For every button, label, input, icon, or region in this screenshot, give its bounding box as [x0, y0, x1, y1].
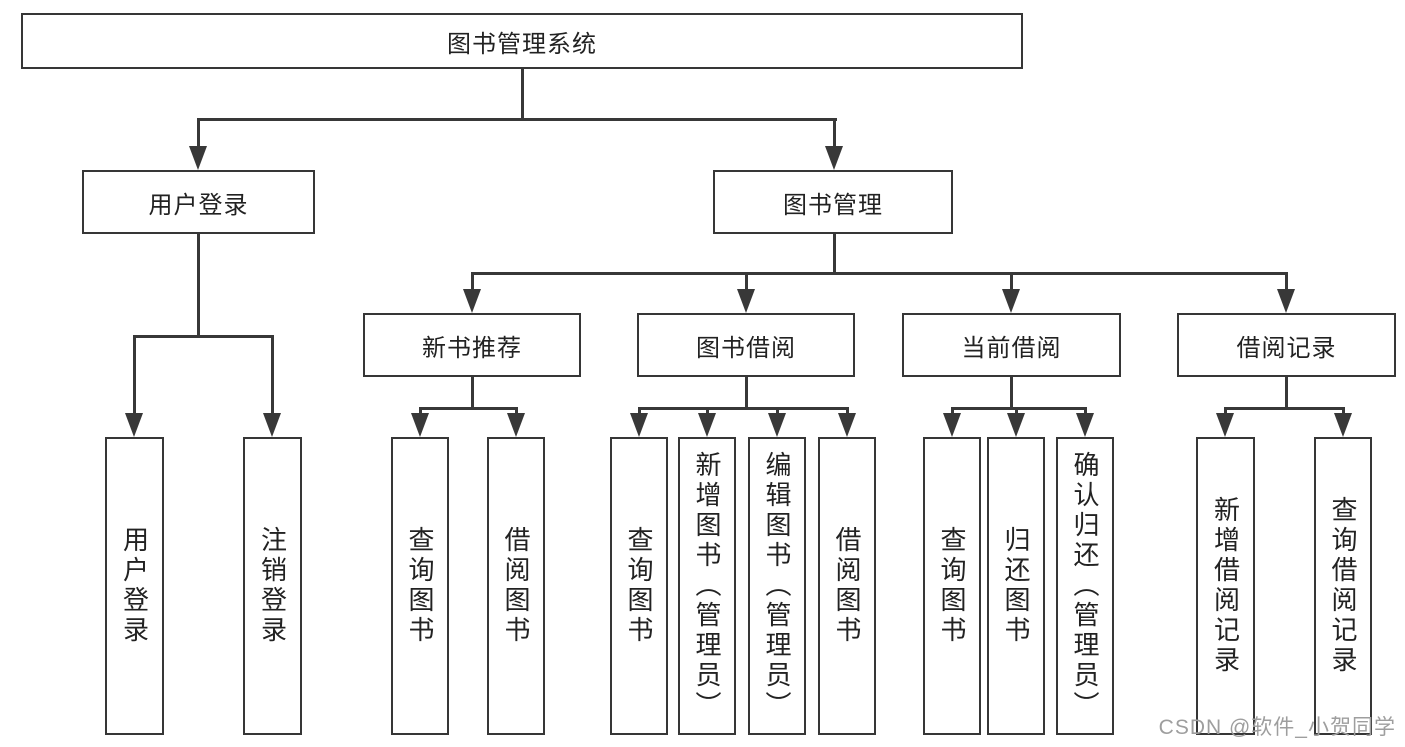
connector-line — [832, 119, 836, 152]
connector-line — [270, 336, 274, 420]
leaf-current-query: 查询图书 — [923, 437, 981, 735]
leaf-borrow-add-admin-label: 新增图书（管理员） — [692, 451, 722, 721]
leaf-borrow-query: 查询图书 — [610, 437, 668, 735]
connector-line — [132, 336, 136, 420]
connector-line — [196, 234, 200, 337]
arrowhead-down-icon — [838, 413, 856, 437]
arrowhead-down-icon — [263, 413, 281, 437]
connector-line — [1224, 406, 1345, 410]
arrowhead-down-icon — [1334, 413, 1352, 437]
leaf-user-login-label: 用户登录 — [119, 526, 150, 646]
arrowhead-down-icon — [189, 146, 207, 170]
connector-line — [520, 69, 524, 121]
arrowhead-down-icon — [1002, 289, 1020, 313]
arrowhead-down-icon — [411, 413, 429, 437]
arrowhead-down-icon — [507, 413, 525, 437]
leaf-record-add-label: 新增借阅记录 — [1210, 496, 1241, 676]
node-root-label: 图书管理系统 — [447, 30, 597, 58]
leaf-user-login: 用户登录 — [105, 437, 164, 735]
node-borrow-record-label: 借阅记录 — [1236, 334, 1337, 362]
leaf-newbook-borrow-label: 借阅图书 — [501, 526, 531, 646]
connector-line — [1009, 377, 1013, 409]
connector-line — [419, 406, 518, 410]
node-user-login-label: 用户登录 — [148, 191, 249, 219]
arrowhead-down-icon — [737, 289, 755, 313]
leaf-record-query: 查询借阅记录 — [1314, 437, 1372, 735]
connector-line — [951, 406, 1087, 410]
leaf-borrow-add-admin: 新增图书（管理员） — [678, 437, 736, 735]
connector-line — [197, 117, 837, 121]
connector-line — [744, 273, 748, 295]
node-book-borrow: 图书借阅 — [637, 313, 855, 377]
arrowhead-down-icon — [463, 289, 481, 313]
arrowhead-down-icon — [825, 146, 843, 170]
connector-line — [832, 234, 836, 274]
leaf-logout: 注销登录 — [243, 437, 302, 735]
node-new-book-recommend-label: 新书推荐 — [422, 334, 522, 362]
arrowhead-down-icon — [1277, 289, 1295, 313]
node-current-borrow-label: 当前借阅 — [961, 334, 1062, 362]
arrowhead-down-icon — [630, 413, 648, 437]
node-borrow-record: 借阅记录 — [1177, 313, 1396, 377]
connector-line — [470, 377, 474, 409]
arrowhead-down-icon — [698, 413, 716, 437]
node-book-management-label: 图书管理 — [783, 191, 883, 219]
node-book-borrow-label: 图书借阅 — [696, 334, 796, 362]
leaf-current-return-label: 归还图书 — [1001, 526, 1031, 646]
connector-line — [638, 406, 849, 410]
leaf-current-query-label: 查询图书 — [937, 526, 967, 646]
connector-line — [196, 119, 200, 152]
connector-line — [471, 271, 1288, 275]
leaf-borrow-query-label: 查询图书 — [624, 526, 654, 646]
watermark: CSDN @软件_小贺同学 — [1158, 716, 1396, 739]
arrowhead-down-icon — [768, 413, 786, 437]
connector-line — [1009, 273, 1013, 295]
leaf-record-query-label: 查询借阅记录 — [1328, 496, 1358, 676]
leaf-newbook-borrow: 借阅图书 — [487, 437, 545, 735]
arrowhead-down-icon — [1007, 413, 1025, 437]
arrowhead-down-icon — [1216, 413, 1234, 437]
leaf-record-add: 新增借阅记录 — [1196, 437, 1255, 735]
arrowhead-down-icon — [125, 413, 143, 437]
arrowhead-down-icon — [1076, 413, 1094, 437]
connector-line — [744, 377, 748, 409]
leaf-borrow-book: 借阅图书 — [818, 437, 876, 735]
node-current-borrow: 当前借阅 — [902, 313, 1121, 377]
leaf-newbook-query-label: 查询图书 — [405, 526, 435, 646]
arrowhead-down-icon — [943, 413, 961, 437]
connector-line — [133, 334, 274, 338]
connector-line — [470, 273, 474, 295]
node-user-login: 用户登录 — [82, 170, 315, 234]
leaf-borrow-edit-admin: 编辑图书（管理员） — [748, 437, 806, 735]
connector-line — [1284, 377, 1288, 409]
node-new-book-recommend: 新书推荐 — [363, 313, 581, 377]
leaf-logout-label: 注销登录 — [257, 526, 288, 646]
connector-line — [1284, 273, 1288, 295]
leaf-current-confirm-admin: 确认归还（管理员） — [1056, 437, 1114, 735]
leaf-current-confirm-admin-label: 确认归还（管理员） — [1070, 451, 1100, 721]
leaf-newbook-query: 查询图书 — [391, 437, 449, 735]
leaf-borrow-edit-admin-label: 编辑图书（管理员） — [762, 451, 792, 721]
leaf-current-return: 归还图书 — [987, 437, 1045, 735]
leaf-borrow-book-label: 借阅图书 — [832, 526, 862, 646]
node-root: 图书管理系统 — [21, 13, 1023, 69]
node-book-management: 图书管理 — [713, 170, 953, 234]
